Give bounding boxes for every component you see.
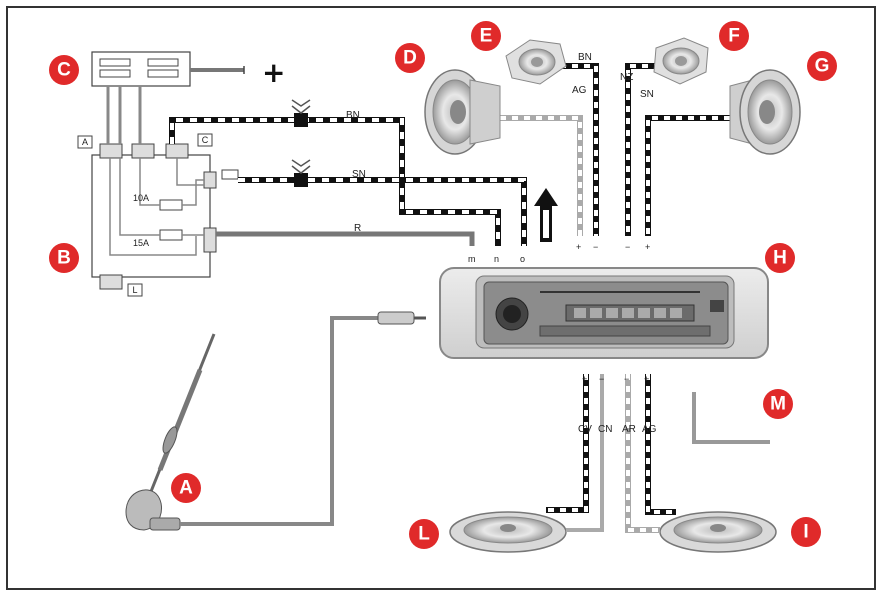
svg-text:F: F [728,26,740,47]
connector-c [91,51,245,87]
wire-label-ag-bottom: AG [642,424,657,435]
terminal-n: n [494,254,499,264]
polarity-minus-1: − [593,242,598,252]
wire-bn-right [560,63,599,236]
wire-r [216,231,475,246]
battery-plus-sign: + [262,56,285,89]
wire-label-bn-right: BN [578,52,592,63]
callout-d: D [395,43,425,73]
ground-arrow-icon [534,188,558,242]
polarity-plus-3: + [582,374,587,384]
callout-l: L [409,519,439,549]
radio-unit [439,267,769,359]
svg-text:B: B [57,248,71,269]
callout-m: M [763,389,793,419]
svg-text:H: H [773,248,787,269]
wire-cn [566,374,604,532]
wire-nz [625,63,660,236]
polarity-plus-1: + [576,242,581,252]
svg-text:C: C [57,60,71,81]
inline-fuse-bn [291,99,311,127]
wire-label-cv: CV [578,424,592,435]
speaker-g [729,69,801,155]
fuse-15a-label: 15A [133,238,149,248]
wire-label-r: R [354,223,361,234]
polarity-minus-3: − [599,374,604,384]
speaker-e [505,39,567,85]
svg-text:D: D [403,48,417,69]
wire-ar [625,374,660,533]
speaker-d [424,69,501,155]
wire-ag-bottom [645,374,676,515]
svg-text:M: M [770,394,786,415]
polarity-minus-2: − [625,242,630,252]
speaker-f [653,37,709,85]
wire-label-sn: SN [352,169,366,180]
wire-label-bn: BN [346,110,360,121]
wire-sn [238,177,527,246]
callout-g: G [807,51,837,81]
antenna [125,311,426,531]
wire-label-ar: AR [622,424,636,435]
polarity-minus-4: − [624,374,629,384]
wire-label-ag-right: AG [572,85,587,96]
wire-cv [546,374,589,513]
fuse-10a-label: 10A [133,193,149,203]
svg-text:I: I [803,522,808,543]
fuse-box-tag-c: C [202,135,209,145]
callout-h: H [765,243,795,273]
polarity-plus-4: + [644,374,649,384]
terminal-o: o [520,254,525,264]
mounting-bracket [692,392,770,444]
svg-text:A: A [179,478,193,499]
wire-label-cn: CN [598,424,612,435]
callout-e: E [471,21,501,51]
terminal-m: m [468,254,476,264]
callout-a: A [171,473,201,503]
svg-text:E: E [480,26,493,47]
callout-f: F [719,21,749,51]
callout-i: I [791,517,821,547]
fuse-box-tag-l: L [132,285,137,295]
wire-label-nz: NZ [620,72,633,83]
fuse-box [91,86,239,290]
wire-sn-right [645,115,730,236]
wire-label-sn-right: SN [640,89,654,100]
svg-text:G: G [815,56,830,77]
fuse-box-tag-a: A [82,137,88,147]
inline-fuse-sn [291,159,311,187]
speaker-l [449,511,567,553]
callout-b: B [49,243,79,273]
wire-ag-right [500,115,583,236]
callout-c: C [49,55,79,85]
wire-bn [169,117,501,246]
svg-text:L: L [418,524,430,545]
polarity-plus-2: + [645,242,650,252]
speaker-i [659,511,777,553]
